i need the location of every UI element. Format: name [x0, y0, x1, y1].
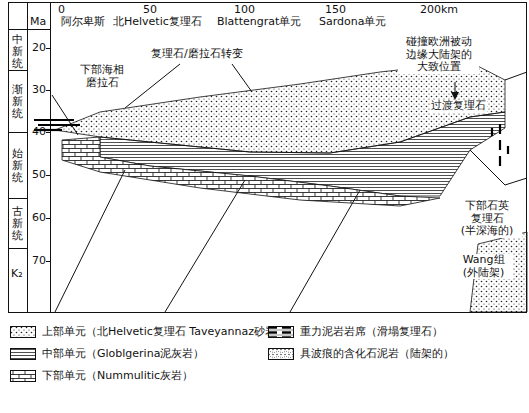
header-label: Blattengrat单元	[216, 16, 302, 29]
legend-sample	[10, 348, 36, 360]
age-number: 50	[32, 169, 46, 182]
epoch-label: 古新统	[12, 206, 23, 242]
legend-sample	[10, 370, 36, 382]
legend-item: 重力泥岩岩席（滑塌复理石）	[268, 324, 443, 339]
legend-text: 下部单元（Nummulitic灰岩）	[42, 368, 193, 383]
axis-number: 100	[234, 4, 255, 17]
axis-number: 200km	[420, 4, 458, 17]
epoch-label: 渐新统	[12, 84, 23, 120]
legend-item: 上部单元（北Helvetic复理石 Taveyannaz砂岩）	[10, 324, 287, 339]
axis-number: 0	[58, 4, 65, 17]
epoch-label: K₂	[11, 268, 23, 281]
legend-item: 中部单元（Globlgerina泥灰岩）	[10, 346, 204, 361]
axis-number: 50	[143, 4, 157, 17]
unit-label: 过渡复理石	[430, 100, 487, 113]
unit-label: Wang组 (外陆架)	[454, 254, 513, 279]
axis-number: 150	[325, 4, 346, 17]
legend-item: 具波痕的含化石泥岩（陆架的）	[268, 346, 454, 361]
legend-text: 重力泥岩岩席（滑塌复理石）	[300, 324, 443, 339]
unit-label: 下部海相 磨拉石	[76, 64, 129, 89]
legend-sample	[268, 326, 294, 338]
header-label: 北Helvetic复理石	[112, 16, 203, 29]
legend-item: 下部单元（Nummulitic灰岩）	[10, 368, 193, 383]
note-label: 碰撞欧洲被动 边缘大陆架的 大致位置	[398, 36, 479, 74]
age-number: 20	[32, 42, 46, 55]
header-label: Sardona单元	[318, 16, 387, 29]
legend-sample	[10, 326, 36, 338]
age-number: 30	[32, 84, 46, 97]
epoch-label: 中新统	[12, 34, 23, 70]
age-number: 60	[32, 212, 46, 225]
legend-text: 具波痕的含化石泥岩（陆架的）	[300, 346, 454, 361]
age-number: 40	[32, 126, 46, 139]
unit-label: 复理石/磨拉石转变	[150, 48, 244, 61]
age-number: 70	[32, 255, 46, 268]
axis-title: Ma	[30, 16, 46, 29]
epoch-label: 始新统	[12, 148, 23, 184]
unit-label: 下部石英 复理石 (半深海的)	[452, 200, 522, 238]
legend-text: 中部单元（Globlgerina泥灰岩）	[42, 346, 204, 361]
header-label: 阿尔卑斯	[60, 16, 106, 29]
legend-sample	[268, 348, 294, 360]
legend-text: 上部单元（北Helvetic复理石 Taveyannaz砂岩）	[42, 324, 287, 339]
